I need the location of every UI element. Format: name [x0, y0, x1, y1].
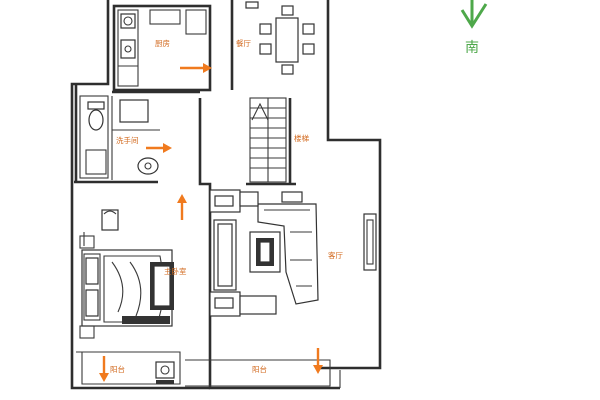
dresser-chair	[83, 209, 119, 246]
compass-label: 南	[465, 40, 479, 56]
door-arrow-bedroom	[177, 194, 187, 220]
sofa-set	[209, 189, 319, 317]
room-label-stairs: 楼梯	[294, 133, 309, 143]
tv-cabinet	[363, 213, 377, 271]
room-label-master-bedroom: 主卧室	[164, 266, 187, 276]
door-arrow-kitchen	[180, 63, 212, 73]
compass-south-arrow-icon	[460, 0, 488, 29]
room-label-dining: 餐厅	[236, 39, 251, 48]
balcony-fixtures	[155, 361, 175, 384]
outer-walls	[70, 0, 382, 390]
dining-table-set	[245, 1, 315, 75]
room-label-washroom: 洗手间	[116, 135, 139, 145]
room-label-balcony-left: 阳台	[110, 364, 125, 374]
stairs	[249, 97, 287, 183]
kitchen-fixtures	[117, 9, 207, 87]
door-arrow-balcony-right	[313, 348, 323, 374]
door-arrow-washroom	[146, 143, 172, 153]
room-label-balcony-right: 阳台	[252, 364, 267, 374]
bed	[79, 235, 174, 339]
room-label-kitchen: 厨房	[155, 38, 170, 48]
washroom-fixtures	[79, 95, 160, 180]
room-label-living: 客厅	[328, 250, 343, 260]
door-arrow-balcony-left	[99, 356, 109, 382]
